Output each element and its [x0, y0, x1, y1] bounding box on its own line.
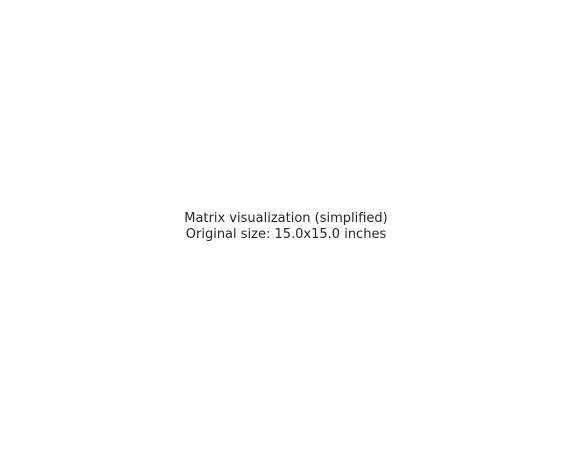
message-size-info: Original size: 15.0x15.0 inches [185, 227, 387, 242]
message-title: Matrix visualization (simplified) [184, 211, 388, 226]
placeholder-message: Matrix visualization (simplified) Origin… [0, 211, 572, 243]
